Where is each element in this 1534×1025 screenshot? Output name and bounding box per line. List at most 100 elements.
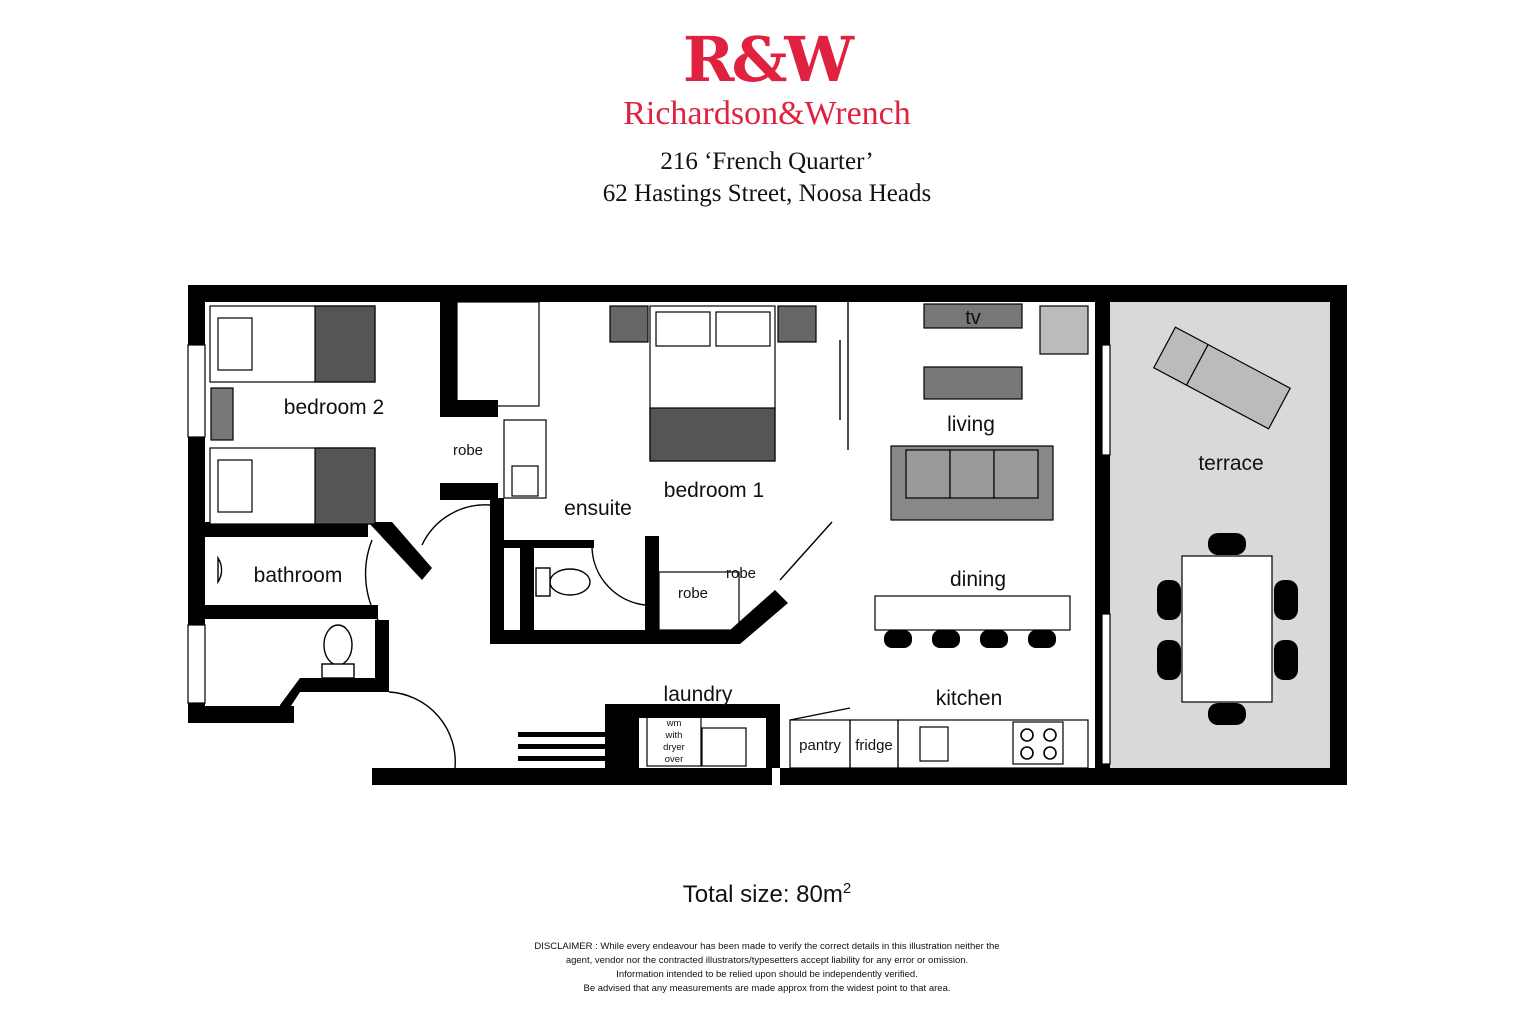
bedside-table bbox=[210, 387, 234, 441]
door-ensuite bbox=[421, 504, 491, 546]
terrace-chair bbox=[1208, 703, 1246, 725]
dining-bench bbox=[874, 595, 1071, 631]
terrace-chair bbox=[1157, 640, 1181, 680]
pillow bbox=[715, 311, 771, 347]
wall-robe-left bbox=[440, 400, 498, 417]
bedside-table bbox=[777, 305, 817, 343]
window-terrace-top bbox=[1101, 344, 1111, 456]
wall-laundry-top bbox=[605, 704, 780, 718]
ensuite-shower bbox=[456, 301, 540, 407]
bed-blanket bbox=[314, 447, 376, 525]
appliance-label: dryer bbox=[663, 742, 685, 753]
bedside-table bbox=[609, 305, 649, 343]
door-wc bbox=[591, 547, 646, 606]
total-size-value: 80m bbox=[796, 881, 843, 908]
room-label-robe: robe bbox=[678, 585, 708, 602]
room-label-fridge: fridge bbox=[855, 737, 893, 754]
room-label-dining: dining bbox=[950, 568, 1006, 591]
window-terrace-bottom bbox=[1101, 613, 1111, 765]
wall-bed1-robe-left bbox=[645, 536, 659, 636]
cooktop-burner bbox=[1043, 728, 1057, 742]
pillow bbox=[217, 459, 253, 513]
bar-stool bbox=[1028, 630, 1056, 648]
window-bathroom bbox=[187, 624, 206, 704]
wall-laundry-right bbox=[766, 704, 780, 768]
coffee-table bbox=[923, 366, 1023, 400]
bar-stool bbox=[884, 630, 912, 648]
laundry-cabinet bbox=[619, 718, 639, 768]
cooktop-burner bbox=[1020, 746, 1034, 760]
total-size-label: Total size: bbox=[682, 881, 790, 908]
bar-stool bbox=[932, 630, 960, 648]
basin-icon bbox=[217, 555, 223, 585]
room-label-tv: tv bbox=[965, 307, 981, 329]
disclaimer-line: DISCLAIMER : While every endeavour has b… bbox=[534, 941, 1000, 952]
stair-step bbox=[518, 732, 606, 737]
toilet-icon bbox=[549, 568, 591, 596]
robe-cupboard bbox=[658, 571, 740, 631]
kitchen-bench bbox=[897, 719, 1089, 769]
wall-laundry-left bbox=[605, 704, 619, 768]
cooktop-burner bbox=[1020, 728, 1034, 742]
disclaimer-line: Information intended to be relied upon s… bbox=[616, 969, 918, 980]
room-label-living: living bbox=[947, 413, 995, 436]
door-entry bbox=[388, 691, 456, 769]
room-label-bathroom: bathroom bbox=[254, 564, 343, 587]
door-bedroom2 bbox=[364, 539, 379, 621]
terrace-chair bbox=[1157, 580, 1181, 620]
stair-step bbox=[518, 744, 606, 749]
wall-robe-diagonal bbox=[730, 590, 788, 644]
bed-blanket bbox=[649, 407, 776, 462]
terrace-dining-table bbox=[1181, 555, 1273, 703]
wall-bed2-diagonal bbox=[368, 522, 432, 580]
wall-wc-top bbox=[504, 540, 594, 548]
sofa-cushion bbox=[905, 449, 951, 499]
cooktop-burner bbox=[1043, 746, 1057, 760]
room-label-terrace: terrace bbox=[1198, 452, 1263, 475]
wall-bed2-right bbox=[440, 285, 457, 417]
pillow bbox=[217, 317, 253, 371]
room-label-laundry: laundry bbox=[664, 683, 733, 706]
total-size-unit: 2 bbox=[842, 880, 852, 897]
total-size: Total size: 80m2 bbox=[0, 880, 1534, 909]
toilet-icon bbox=[323, 624, 353, 666]
wall-bath-split bbox=[188, 605, 378, 619]
ensuite-vanity bbox=[503, 419, 547, 499]
wall-bottom-left bbox=[188, 706, 294, 723]
laundry-tub bbox=[701, 727, 747, 767]
room-label-bedroom1: bedroom 1 bbox=[664, 479, 764, 502]
wall-bed2-bottom bbox=[188, 522, 368, 537]
terrace-chair bbox=[1208, 533, 1246, 555]
room-label-bedroom2: bedroom 2 bbox=[284, 396, 384, 419]
bar-stool bbox=[980, 630, 1008, 648]
tv-unit bbox=[923, 303, 1023, 329]
appliance-label: with bbox=[665, 730, 683, 741]
wall-bath-right bbox=[375, 620, 389, 692]
wall-bath-diagonal bbox=[280, 678, 300, 723]
washing-machine bbox=[646, 715, 702, 767]
kitchen-sink bbox=[919, 726, 949, 762]
wall-bottom-right bbox=[780, 768, 1347, 785]
sun-lounger-backrest bbox=[1185, 344, 1209, 386]
toilet-cistern bbox=[535, 567, 551, 597]
ensuite-basin bbox=[511, 465, 539, 497]
bed-blanket bbox=[314, 305, 376, 383]
wall-bottom-center bbox=[372, 768, 772, 785]
appliance-label: over bbox=[665, 754, 683, 765]
room-label-kitchen: kitchen bbox=[936, 687, 1003, 710]
room-label-pantry: pantry bbox=[799, 737, 841, 754]
sofa-cushion bbox=[993, 449, 1039, 499]
room-label-robe: robe bbox=[726, 565, 756, 582]
side-cabinet bbox=[1039, 305, 1089, 355]
brand-logo-mark: R&W bbox=[682, 23, 854, 96]
disclaimer-line: agent, vendor nor the contracted illustr… bbox=[565, 955, 969, 966]
appliance-label: wm bbox=[666, 718, 682, 729]
stair-step bbox=[518, 756, 606, 761]
room-label-robe: robe bbox=[453, 442, 483, 459]
brand-logo-name: Richardson&Wrench bbox=[623, 95, 911, 132]
pillow bbox=[655, 311, 711, 347]
sun-lounger bbox=[1152, 326, 1292, 430]
toilet-cistern bbox=[321, 663, 355, 679]
property-street-address: 62 Hastings Street, Noosa Heads bbox=[602, 180, 932, 207]
